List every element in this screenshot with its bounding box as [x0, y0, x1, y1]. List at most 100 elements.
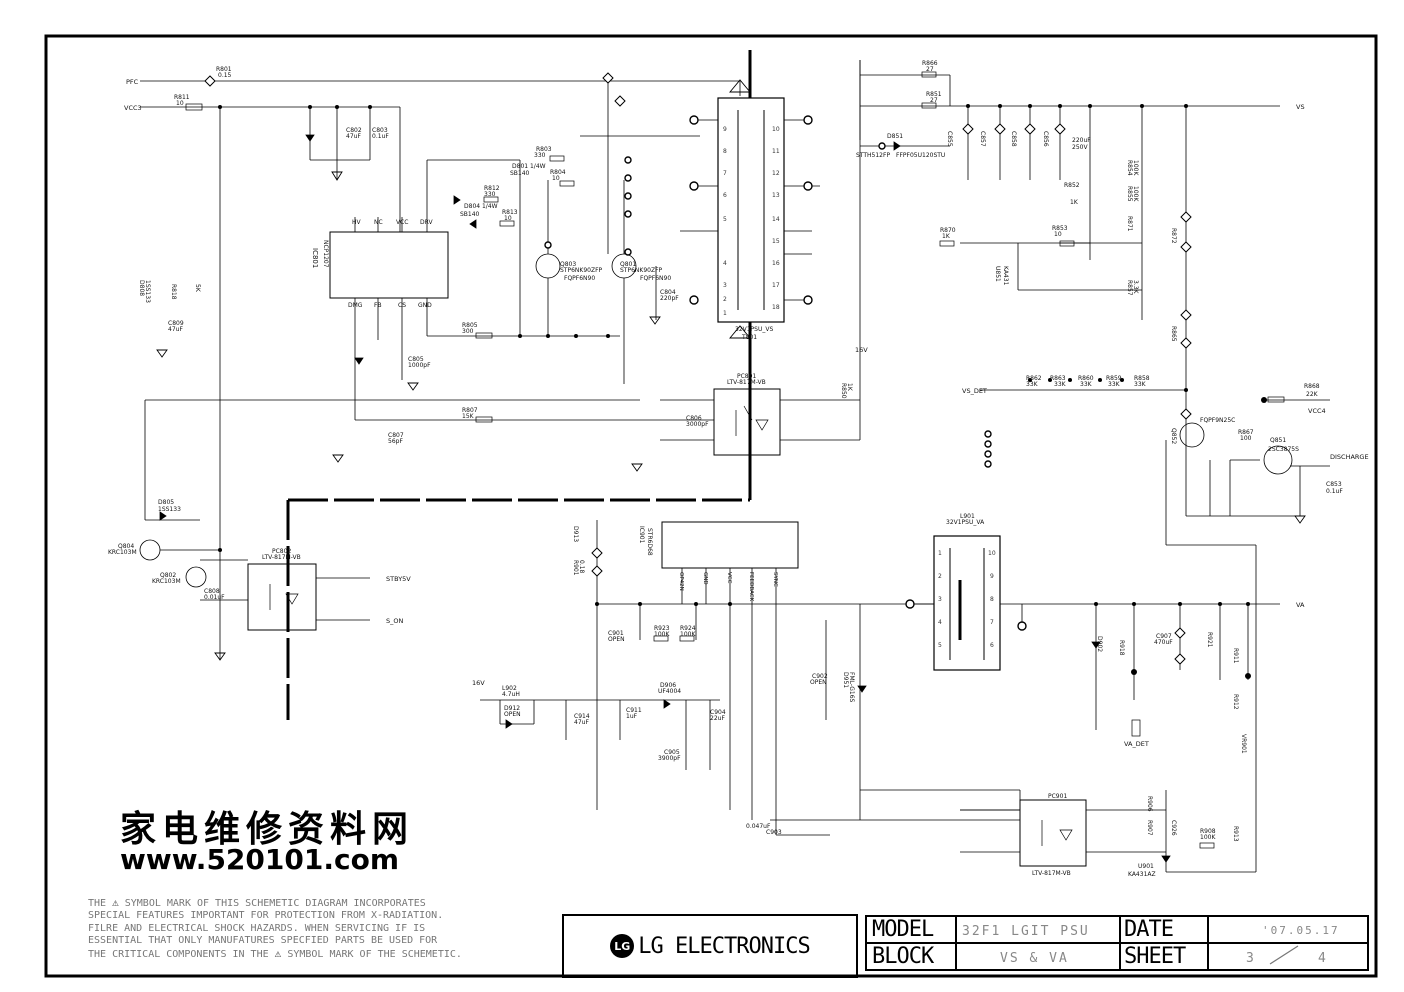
l901-pin: 9 [990, 573, 994, 580]
model-label: MODEL [872, 917, 934, 942]
d906-label: D906 [660, 682, 677, 689]
note-line2: SPECIAL FEATURES IMPORTANT FOR PROTECTIO… [88, 910, 444, 922]
c902-label: C902 [812, 673, 828, 680]
u901-label: U901 [1138, 863, 1154, 870]
d913-label: D913 [572, 526, 579, 543]
l901-pin: 4 [938, 619, 942, 626]
r858-label: R858 [1134, 375, 1150, 382]
c914-value: 47uF [574, 719, 589, 726]
ic901-part: STR6D68 [646, 528, 653, 556]
r908-value: 100K [1200, 834, 1216, 841]
port-va: VA [1296, 601, 1305, 609]
q803-symbol [535, 253, 561, 279]
r853-label: R853 [1052, 225, 1068, 232]
note-line5-b: SYMBOL MARK OF THE SCHEMETIC. [287, 948, 462, 960]
r805-label: R805 [462, 322, 478, 329]
r801-value: 0.15 [218, 72, 232, 79]
r807-value: 15K [462, 413, 474, 420]
q852-label: Q852 [1170, 428, 1177, 445]
c907-value: 470uF [1154, 639, 1173, 646]
l901-pin: 3 [938, 596, 942, 603]
d805-part: 1SS133 [158, 506, 181, 513]
r803-value: 330 [534, 152, 546, 159]
c85x-value: 220uF [1072, 137, 1091, 144]
pc802-label: PC802 [272, 548, 292, 555]
d851-alt: FFPF05U120STU [896, 152, 946, 159]
q851-symbol [1263, 445, 1293, 475]
r859-label: R859 [1106, 375, 1122, 382]
q852-symbol [1179, 422, 1205, 448]
note-line3: FILRE AND ELECTRICAL SHOCK HAZARDS. WHEN… [88, 922, 426, 934]
ic901-pin-op42n: OP42N [678, 572, 684, 591]
l901-pin: 2 [938, 573, 942, 580]
l901-pin: 1 [938, 550, 942, 557]
t801-pin: 12 [772, 170, 780, 177]
c802-value: 47uF [346, 133, 361, 140]
u851-part: KA431 [1002, 266, 1009, 286]
u851-label: U851 [994, 266, 1001, 282]
r862-label: R862 [1026, 375, 1042, 382]
note-line1-b: SYMBOL MARK OF THIS SCHEMETIC DIAGRAM IN… [124, 898, 426, 909]
port-discharge: DISCHARGE [1330, 453, 1369, 461]
q804-symbol [139, 539, 161, 561]
d851-part: STTH512FP [856, 152, 891, 159]
pc901-label: PC901 [1048, 793, 1068, 800]
r86x-value-b: 33K [1054, 381, 1066, 388]
sheet-current: 3 [1246, 951, 1256, 966]
port-s-on: S_ON [386, 617, 404, 625]
t801-pin: 2 [723, 296, 727, 303]
warning-icon: ⚠ [274, 946, 282, 960]
ic901-pin-feedback: FEEDBACK [748, 572, 754, 602]
c907-label: C907 [1156, 633, 1172, 640]
t801-label: T801 [742, 334, 758, 341]
r851-value: 27 [930, 97, 938, 104]
port-16v-top: 16V [855, 346, 868, 354]
sheet-label: SHEET [1124, 944, 1186, 969]
q851-label: Q851 [1270, 437, 1287, 444]
ic801-body [329, 231, 449, 299]
r907-label: R907 [1146, 820, 1153, 836]
r863-label: R863 [1050, 375, 1066, 382]
r813-value: 10 [504, 215, 512, 222]
watermark-url: www.520101.com [120, 843, 399, 876]
r923-value: 100K [654, 631, 670, 638]
r852-value: 1K [1070, 199, 1078, 206]
model-value: 32F1 LGIT PSU [962, 924, 1090, 939]
d804-label: D804 1/4W [464, 203, 498, 210]
r852-label: R852 [1064, 182, 1080, 189]
vr901-label: VR901 [1240, 734, 1247, 754]
d805-label: D805 [158, 499, 175, 506]
r812-value: 330 [484, 191, 496, 198]
t801-pin: 8 [723, 148, 727, 155]
c807-value: 56pF [388, 438, 403, 445]
q804-part: KRC103M [108, 549, 137, 556]
t801-pin: 3 [723, 282, 727, 289]
q803-alt: FQPF6N90 [564, 275, 596, 282]
block-value: VS & VA [1000, 951, 1069, 966]
ic801-pin-hv: HV [352, 219, 361, 226]
l902-label: L902 [502, 685, 517, 692]
r855-value: 100K [1132, 186, 1139, 202]
pc802-part: LTV-817M-VB [262, 554, 301, 561]
c853-value: 0.1uF [1326, 488, 1343, 495]
safety-note: THE ⚠ SYMBOL MARK OF THIS SCHEMETIC DIAG… [88, 896, 508, 961]
port-pfc: PFC [126, 78, 139, 86]
r872-label: R872 [1170, 228, 1177, 244]
c807-label: C807 [388, 432, 404, 439]
c905-value: 3900pF [658, 755, 681, 762]
r868-value: 22K [1306, 391, 1318, 398]
r918-label: R918 [1118, 640, 1125, 656]
r812-label: R812 [484, 185, 500, 192]
r921-label: R921 [1206, 632, 1213, 648]
c858-label: C858 [1010, 131, 1017, 147]
c808-value: 0.01uF [204, 594, 225, 601]
r901-value: 0.18 [578, 560, 585, 574]
ic901-body [661, 521, 799, 569]
d851-label: D851 [887, 133, 904, 140]
r870-label: R870 [940, 227, 956, 234]
d912-label: D912 [504, 705, 521, 712]
q803-part: STP6NK90ZFP [560, 267, 603, 274]
r86x-value-d: 33K [1108, 381, 1120, 388]
q851-part: 2SC3875S [1268, 446, 1299, 453]
